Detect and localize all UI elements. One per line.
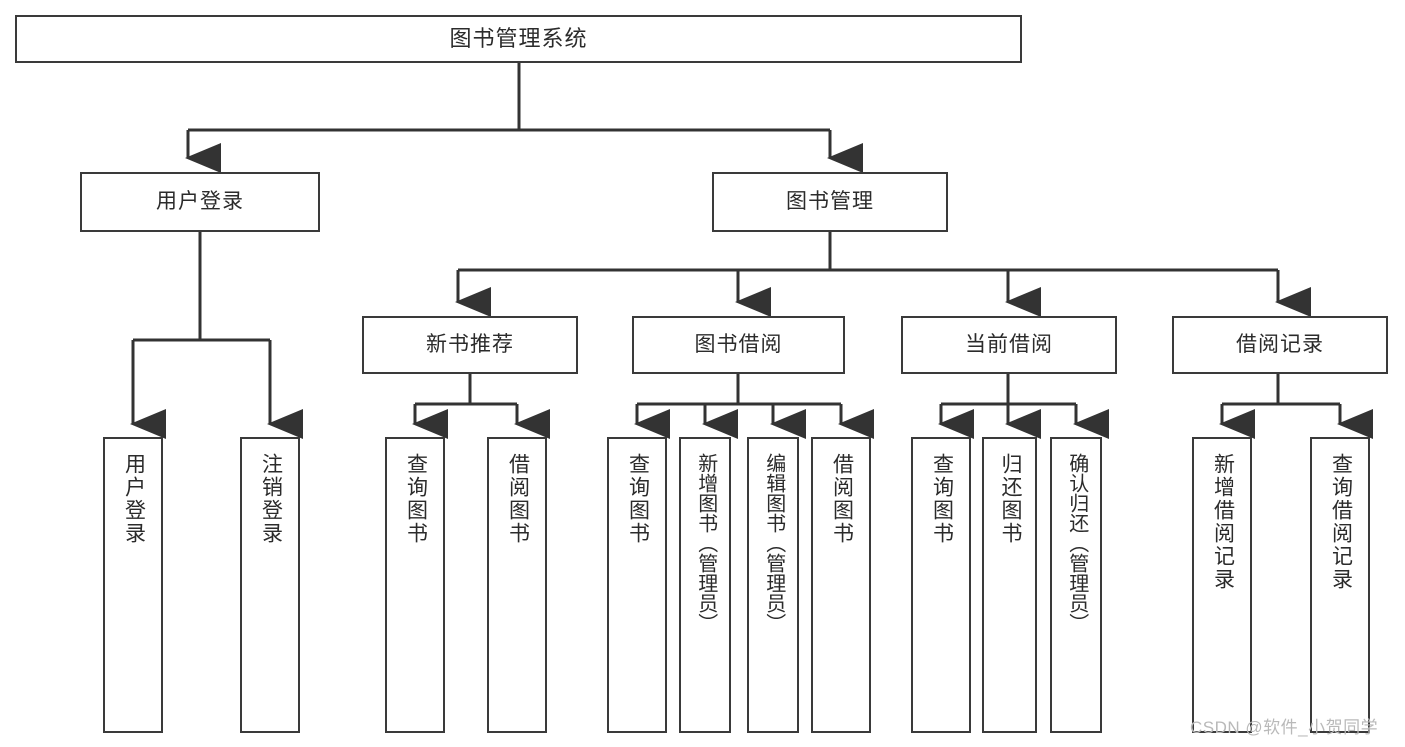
leaf-recommend-query-book[interactable]: 查询图书 — [385, 437, 445, 733]
node-new-book-recommend-label: 新书推荐 — [426, 333, 514, 357]
leaf-records-query-record[interactable]: 查询借阅记录 — [1310, 437, 1370, 733]
node-current-borrow[interactable]: 当前借阅 — [901, 316, 1117, 374]
leaf-borrow-borrow-book[interactable]: 借阅图书 — [811, 437, 871, 733]
leaf-label: 借阅图书 — [506, 453, 530, 545]
leaf-recommend-borrow-book[interactable]: 借阅图书 — [487, 437, 547, 733]
leaf-current-query-book[interactable]: 查询图书 — [911, 437, 971, 733]
leaf-label: 查询图书 — [404, 453, 428, 545]
leaf-borrow-edit-book-admin[interactable]: 编辑图书（管理员） — [747, 437, 799, 733]
node-borrow-records[interactable]: 借阅记录 — [1172, 316, 1388, 374]
leaf-label: 编辑图书（管理员） — [762, 453, 785, 633]
node-book-management[interactable]: 图书管理 — [712, 172, 948, 232]
leaf-label: 归还图书 — [998, 453, 1022, 545]
leaf-label: 用户登录 — [122, 453, 146, 545]
node-new-book-recommend[interactable]: 新书推荐 — [362, 316, 578, 374]
leaf-label: 查询借阅记录 — [1329, 453, 1353, 591]
leaf-label: 注销登录 — [259, 453, 283, 545]
node-book-borrow[interactable]: 图书借阅 — [632, 316, 845, 374]
node-user-login-label: 用户登录 — [156, 190, 244, 214]
node-book-borrow-label: 图书借阅 — [694, 333, 783, 357]
leaf-records-add-record[interactable]: 新增借阅记录 — [1192, 437, 1252, 733]
leaf-user-login-login[interactable]: 用户登录 — [103, 437, 163, 733]
leaf-label: 新增借阅记录 — [1211, 453, 1235, 591]
leaf-borrow-add-book-admin[interactable]: 新增图书（管理员） — [679, 437, 731, 733]
leaf-label: 新增图书（管理员） — [694, 453, 717, 633]
csdn-watermark: CSDN @软件_小贺同学 — [1190, 718, 1379, 737]
leaf-label: 借阅图书 — [830, 453, 854, 545]
leaf-user-login-logout[interactable]: 注销登录 — [240, 437, 300, 733]
node-user-login[interactable]: 用户登录 — [80, 172, 320, 232]
node-current-borrow-label: 当前借阅 — [965, 333, 1053, 357]
leaf-current-return-book[interactable]: 归还图书 — [982, 437, 1037, 733]
leaf-current-confirm-return-admin[interactable]: 确认归还（管理员） — [1050, 437, 1102, 733]
node-root-label: 图书管理系统 — [449, 25, 588, 51]
leaf-label: 查询图书 — [626, 453, 650, 545]
node-root[interactable]: 图书管理系统 — [15, 15, 1022, 63]
leaf-label: 查询图书 — [930, 453, 954, 545]
node-borrow-records-label: 借阅记录 — [1236, 333, 1324, 357]
leaf-borrow-query-book[interactable]: 查询图书 — [607, 437, 667, 733]
node-book-management-label: 图书管理 — [786, 190, 874, 214]
leaf-label: 确认归还（管理员） — [1065, 453, 1088, 633]
